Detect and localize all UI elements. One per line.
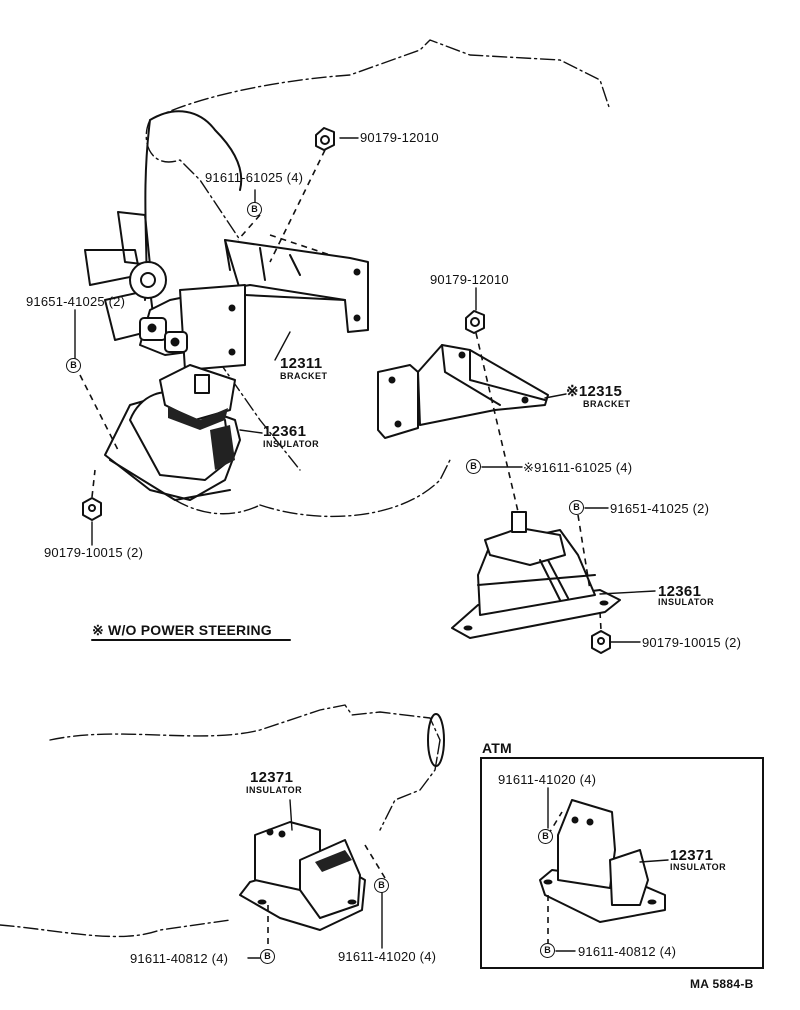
bolt-marker-left: B	[66, 358, 81, 373]
label-nut-90179-12010-a: 90179-12010	[360, 130, 439, 145]
leader-lines	[74, 137, 669, 959]
label-atm-bolt-91611-40812: 91611-40812 (4)	[578, 944, 677, 959]
label-insulator-12371-rear-name: INSULATOR	[246, 785, 303, 795]
label-nut-90179-10015-right: 90179-10015 (2)	[642, 635, 742, 650]
label-insulator-12361-right-number: 12361	[658, 583, 702, 600]
note-mark: ※	[92, 622, 104, 638]
label-bolt-91611-61025-right: ※91611-61025 (4)	[523, 461, 632, 474]
label-atm-bolt-91611-41020: 91611-41020 (4)	[498, 772, 597, 787]
bolt-marker-right-b: B	[569, 500, 584, 515]
nut-90179-10015-left	[82, 497, 102, 521]
atm-title: ATM	[482, 740, 512, 756]
insulator-12361-right	[451, 511, 621, 639]
bolt-91611-61025-right-number: 91611-61025 (4)	[534, 460, 633, 475]
nut-90179-12010-b	[465, 310, 485, 334]
label-nut-90179-10015-left: 90179-10015 (2)	[44, 545, 144, 560]
nut-90179-10015-right	[591, 630, 611, 654]
label-insulator-12361-left-name: INSULATOR	[263, 439, 320, 449]
label-bolt-91651-41025-right: 91651-41025 (2)	[610, 501, 710, 516]
label-bolt-91611-61025-a: 91611-61025 (4)	[205, 170, 304, 185]
bolt-marker-top-a: B	[247, 202, 262, 217]
insulator-12371-atm	[539, 799, 666, 923]
nut-90179-12010-a	[315, 127, 335, 151]
label-atm-insulator-number: 12371	[670, 847, 714, 864]
bolt-marker-atm-bottom: B	[540, 943, 555, 958]
label-insulator-12371-rear-number: 12371	[250, 769, 294, 786]
label-bolt-91611-40812-rear: 91611-40812 (4)	[130, 951, 229, 966]
insulator-12371-rear	[239, 821, 366, 931]
bracket-12315-number: 12315	[578, 383, 623, 400]
bolt-marker-atm-top: B	[538, 829, 553, 844]
bracket-12315	[377, 344, 549, 439]
no-power-steering-mark: ※	[566, 383, 579, 400]
diagram-reference-code: MA 5884-B	[690, 977, 754, 991]
bolt-marker-rear-left: B	[260, 949, 275, 964]
label-nut-90179-12010-b: 90179-12010	[430, 272, 509, 287]
label-insulator-12361-left-number: 12361	[263, 423, 307, 440]
bolt-marker-right-mid: B	[466, 459, 481, 474]
insulator-12361-left	[104, 364, 241, 501]
label-bracket-12315-name: BRACKET	[583, 399, 631, 409]
atm-inset-box	[480, 757, 764, 969]
note-without-power-steering: ※ W/O POWER STEERING	[92, 623, 272, 637]
note-text: W/O POWER STEERING	[108, 622, 272, 638]
label-bracket-12311-number: 12311	[280, 355, 323, 372]
engine-outline	[145, 39, 611, 518]
no-power-steering-mark: ※	[523, 460, 535, 475]
label-bolt-91651-41025-left: 91651-41025 (2)	[26, 294, 126, 309]
label-insulator-12361-right-name: INSULATOR	[658, 597, 715, 607]
label-bracket-12315-number: ※12315	[566, 384, 622, 399]
bracket-12311	[139, 239, 369, 371]
bolt-marker-rear-right: B	[374, 878, 389, 893]
label-bracket-12311-name: BRACKET	[280, 371, 328, 381]
transmission-outline	[0, 704, 441, 938]
label-atm-insulator-name: INSULATOR	[670, 862, 727, 872]
label-bolt-91611-41020-rear: 91611-41020 (4)	[338, 949, 437, 964]
